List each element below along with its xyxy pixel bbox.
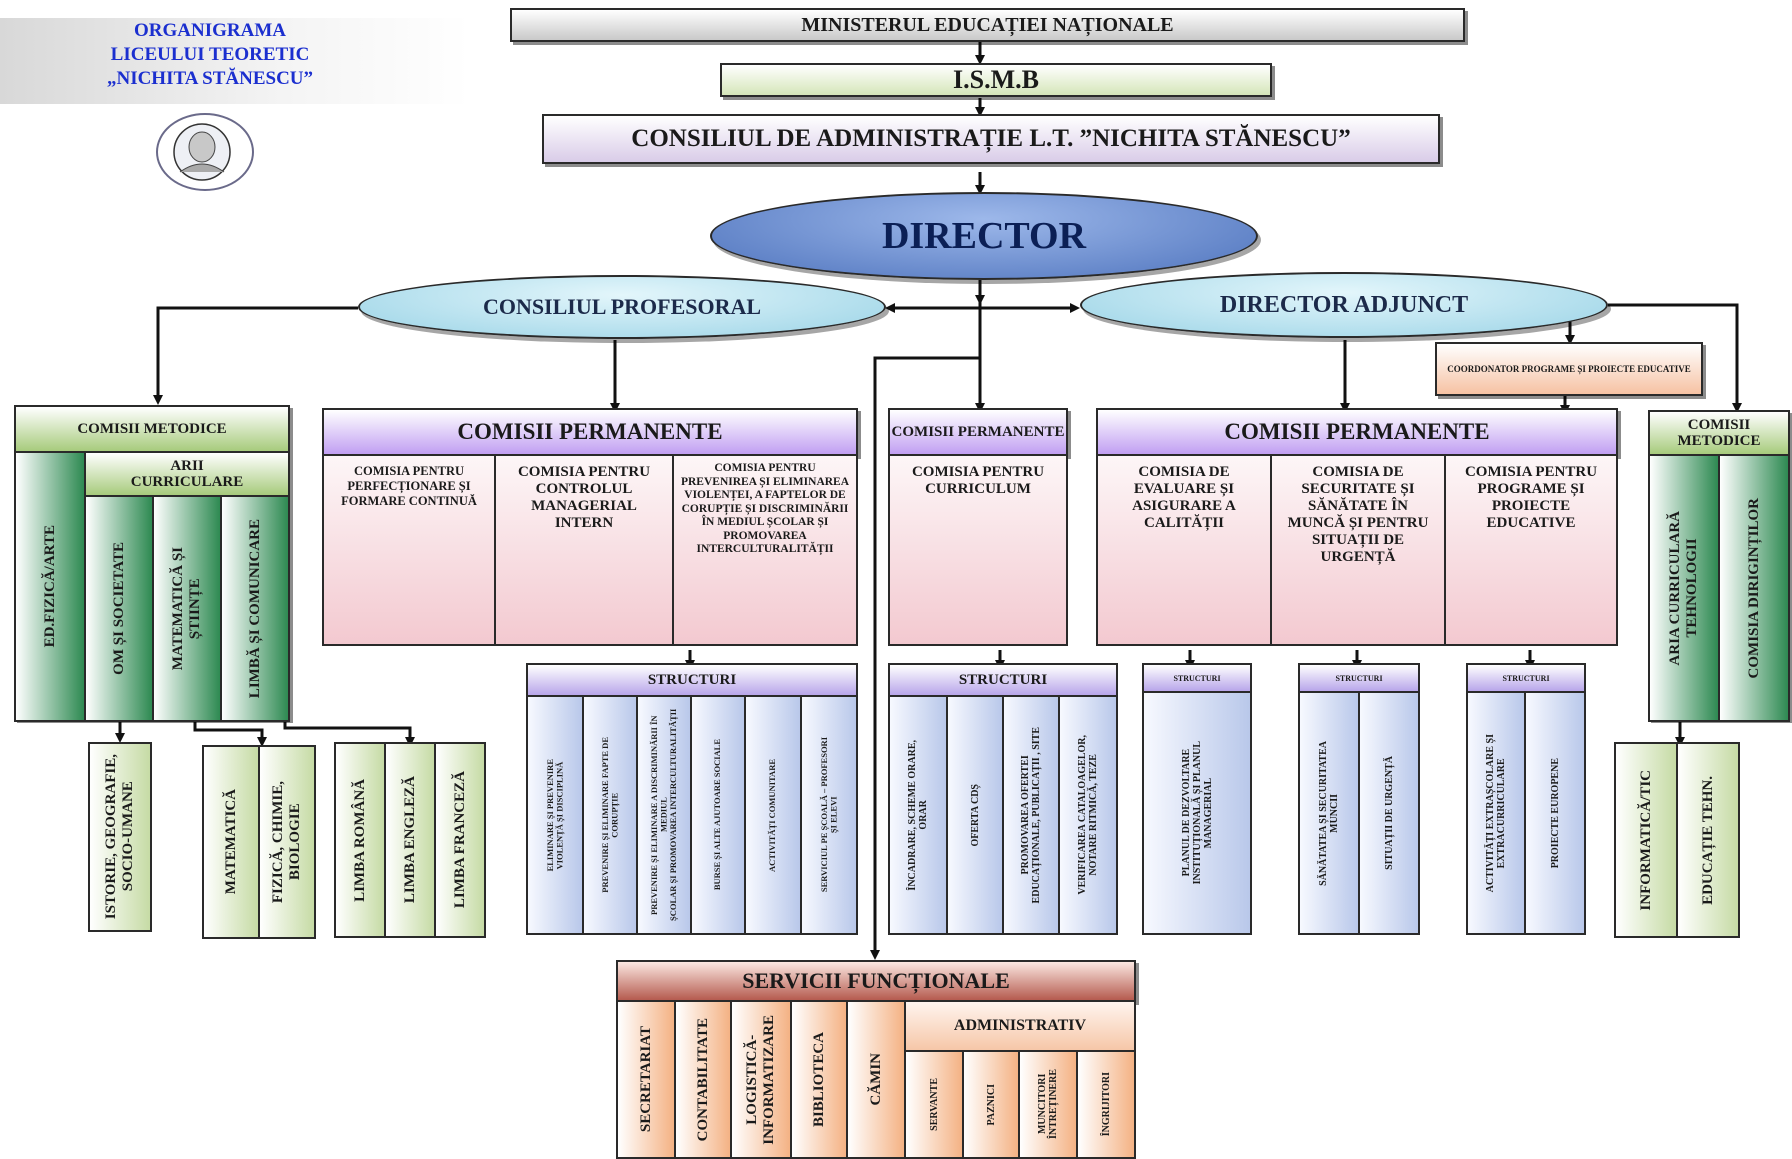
teacher-council-ellipse: CONSILIUL PROFESORAL (358, 275, 886, 339)
perm-left-structure-2: PREVENIRE ȘI ELIMINARE FAPTE DE CORUPȚIE (582, 695, 638, 935)
perm-right-structure-extracurricular: ACTIVITĂȚI EXTRAȘCOLARE ȘI EXTRACURRICUL… (1466, 691, 1526, 935)
right-methodical-group: COMISII METODICE ARIA CURRICULARĂ TEHNOL… (1648, 410, 1790, 722)
perm-middle-structures-title: STRUCTURI (888, 663, 1118, 697)
perm-left-structure-3: PREVENIRE ȘI ELIMINARE A DISCRIMINĂRII Î… (636, 695, 692, 935)
org-title-line-3: „NICHITA STĂNESCU” (106, 68, 314, 89)
ismb-label: I.S.M.B (953, 65, 1039, 94)
perm-right-structures-title-3: STRUCTURI (1466, 663, 1586, 693)
coordinator-box: COORDONATOR PROGRAME ȘI PROIECTE EDUCATI… (1435, 342, 1703, 396)
ministry-box: MINISTERUL EDUCAȚIEI NAȚIONALE (510, 8, 1465, 42)
right-area-form-teachers: COMISIA DIRIGINȚILOR (1718, 454, 1790, 722)
right-area-technologies: ARIA CURRICULARĂ TEHNOLOGII (1648, 454, 1720, 722)
perm-right-structures-title-2: STRUCTURI (1298, 663, 1420, 693)
service-accounting: CONTABILITATE (674, 1000, 732, 1159)
coordinator-label: COORDONATOR PROGRAME ȘI PROIECTE EDUCATI… (1447, 363, 1691, 374)
subject-math: MATEMATICĂ (202, 745, 260, 939)
subject-informatics: INFORMATICĂ/TIC (1614, 742, 1678, 938)
area-society: OM ȘI SOCIETATE (84, 495, 154, 722)
perm-middle-structure-2: OFERTA CDȘ (946, 695, 1004, 935)
perm-middle-structure-4: VERIFICAREA CATALOAGELOR, NOTARE RITMICĂ… (1058, 695, 1118, 935)
perm-left-commission-2: COMISIA PENTRU CONTROLUL MANAGERIAL INTE… (494, 454, 674, 646)
subject-technical-education: EDUCAȚIE TEHN. (1676, 742, 1740, 938)
perm-middle-structure-1: ÎNCADRARE, SCHEME ORARE, ORAR (888, 695, 948, 935)
perm-right-structure-european-projects: PROIECTE EUROPENE (1524, 691, 1586, 935)
director-ellipse: DIRECTOR (710, 192, 1258, 280)
perm-right-commission-1: COMISIA DE EVALUARE ȘI ASIGURARE A CALIT… (1096, 454, 1272, 646)
header-panel: ORGANIGRAMA LICEULUI TEORETIC „NICHITA S… (0, 18, 470, 104)
perm-left-structure-6: SERVICIUL PE ȘCOALĂ – PROFESORI ȘI ELEVI (800, 695, 858, 935)
service-logistics: LOGISTICĂ- INFORMATIZARE (730, 1000, 792, 1159)
perm-middle-title: COMISII PERMANENTE (888, 408, 1068, 456)
service-dormitory: CĂMIN (846, 1000, 906, 1159)
administration-council-label: CONSILIUL DE ADMINISTRAȚIE L.T. ”NICHITA… (631, 125, 1351, 152)
org-title-line-2: LICEULUI TEORETIC (110, 44, 310, 65)
perm-right-title: COMISII PERMANENTE (1096, 408, 1618, 456)
area-math-science: MATEMATICĂ ȘI ȘTIINȚE (152, 495, 222, 722)
subject-english: LIMBA ENGLEZĂ (384, 742, 436, 938)
right-methodical-title: COMISII METODICE (1648, 410, 1790, 456)
administrative-title: ADMINISTRATIV (904, 1000, 1136, 1052)
perm-left-commission-3: COMISIA PENTRU PREVENIREA ȘI ELIMINAREA … (672, 454, 858, 646)
area-language: LIMBĂ ȘI COMUNICARE (220, 495, 290, 722)
teacher-council-label: CONSILIUL PROFESORAL (482, 294, 762, 319)
perm-left-structures-title: STRUCTURI (526, 663, 858, 697)
school-logo (150, 112, 260, 197)
perm-left-commission-1: COMISIA PENTRU PERFECȚIONARE ȘI FORMARE … (322, 454, 496, 646)
curricular-areas-title: ARII CURRICULARE (84, 451, 290, 497)
admin-maintenance: MUNCITORI ÎNTREȚINERE (1018, 1050, 1078, 1159)
perm-left-structure-5: ACTIVITĂȚI COMUNITARE (744, 695, 802, 935)
subject-romanian: LIMBA ROMÂNĂ (334, 742, 386, 938)
ministry-label: MINISTERUL EDUCAȚIEI NAȚIONALE (801, 13, 1174, 36)
subject-physics-chem-bio: FIZICĂ, CHIMIE, BIOLOGIE (258, 745, 316, 939)
service-secretariat: SECRETARIAT (616, 1000, 676, 1159)
director-label: DIRECTOR (881, 215, 1087, 257)
subject-history-geography: ISTORIE, GEOGRAFIE, SOCIO-UMANE (88, 742, 152, 932)
perm-right-structure-pdi: PLANUL DE DEZVOLTARE INSTITUȚIONALĂ ȘI P… (1142, 691, 1252, 935)
perm-right-structure-safety: SĂNĂTATEA ȘI SECURITATEA MUNCII (1298, 691, 1360, 935)
perm-left-structure-1: ELIMINARE ȘI PREVENIRE VIOLENȚĂ ȘI DISCI… (526, 695, 584, 935)
left-methodical-group: COMISII METODICE ED.FIZICĂ/ARTE ARII CUR… (14, 405, 290, 722)
services-title: SERVICII FUNCȚIONALE (616, 960, 1136, 1002)
perm-left-structure-4: BURSE ȘI ALTE AJUTOARE SOCIALE (690, 695, 746, 935)
arts-area: ED.FIZICĂ/ARTE (14, 451, 86, 722)
admin-servants: SERVANTE (904, 1050, 964, 1159)
deputy-director-label: DIRECTOR ADJUNCT (1219, 291, 1469, 318)
perm-right-commission-3: COMISIA PENTRU PROGRAME ȘI PROIECTE EDUC… (1444, 454, 1618, 646)
perm-left-title: COMISII PERMANENTE (322, 408, 858, 456)
deputy-director-ellipse: DIRECTOR ADJUNCT (1080, 272, 1608, 338)
admin-cleaners: ÎNGRIJITORI (1076, 1050, 1136, 1159)
perm-middle-commission: COMISIA PENTRU CURRICULUM (888, 454, 1068, 646)
administration-council-box: CONSILIUL DE ADMINISTRAȚIE L.T. ”NICHITA… (542, 114, 1440, 164)
ismb-box: I.S.M.B (720, 63, 1272, 97)
left-methodical-title: COMISII METODICE (14, 405, 290, 453)
perm-middle-structure-3: PROMOVAREA OFERTEI EDUCAȚIONALE, PUBLICA… (1002, 695, 1060, 935)
service-library: BIBLIOTECA (790, 1000, 848, 1159)
org-title-line-1: ORGANIGRAMA (134, 20, 286, 41)
perm-right-structure-emergency: SITUAȚII DE URGENȚĂ (1358, 691, 1420, 935)
perm-right-structures-title-1: STRUCTURI (1142, 663, 1252, 693)
subject-french: LIMBA FRANCEZĂ (434, 742, 486, 938)
admin-guards: PAZNICI (962, 1050, 1020, 1159)
perm-right-commission-2: COMISIA DE SECURITATE ȘI SĂNĂTATE ÎN MUN… (1270, 454, 1446, 646)
